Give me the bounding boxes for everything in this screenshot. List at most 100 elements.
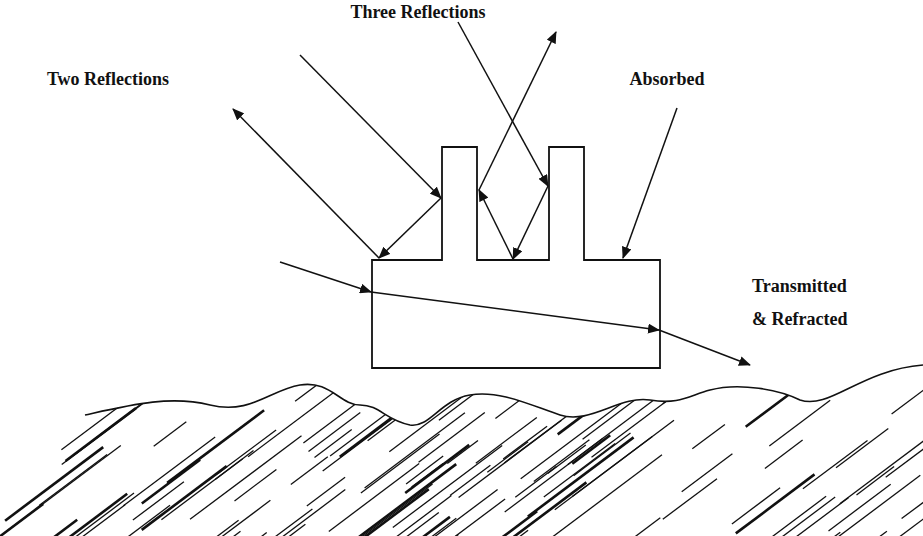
hatch-stroke: [189, 531, 241, 536]
hatch-stroke: [769, 400, 830, 446]
ray: [513, 186, 548, 259]
hatch-stroke: [5, 447, 103, 521]
hatch-stroke: [309, 413, 361, 452]
hatch-stroke: [857, 467, 895, 495]
hatch-stroke: [692, 424, 725, 448]
hatch-stroke: [487, 442, 528, 473]
hatch-stroke: [623, 371, 655, 395]
hatch-stroke: [380, 517, 450, 536]
hatch-stroke: [365, 413, 465, 488]
hatch-stroke: [583, 383, 658, 439]
hatch-stroke: [774, 532, 840, 536]
hatch-stroke: [503, 426, 547, 459]
hatch-stroke: [0, 423, 19, 487]
hatch-stroke: [405, 445, 469, 493]
ray-label: Transmitted & Refracted: [752, 270, 864, 336]
hatch-stroke: [215, 451, 253, 480]
hatch-stroke: [0, 396, 24, 466]
hatch-stroke: [368, 418, 398, 441]
hatch-stroke: [892, 370, 923, 414]
hatch-stroke: [329, 464, 419, 532]
hatch-stroke: [447, 441, 478, 464]
ray-label: Absorbed: [629, 69, 704, 90]
wave-line: [85, 365, 923, 425]
hatch-stroke: [765, 440, 803, 468]
hatch-stroke: [836, 429, 888, 468]
hatch-stroke: [39, 395, 82, 427]
hatch-stroke: [459, 420, 562, 497]
hatch-stroke: [544, 443, 615, 497]
hatch-stroke: [902, 474, 923, 519]
hatch-stroke: [340, 408, 405, 457]
ray-label: Two Reflections: [47, 69, 169, 90]
hatch-stroke: [265, 490, 345, 536]
hatch-stroke: [829, 484, 891, 531]
hatch-stroke: [823, 531, 887, 536]
hatch-stroke: [592, 397, 673, 457]
hatch-stroke: [303, 385, 380, 443]
hatch-stroke: [0, 430, 51, 476]
hatch-stroke: [51, 493, 134, 536]
ray-label: Three Reflections: [350, 2, 485, 23]
hatch-stroke: [423, 499, 506, 536]
hatch-stroke: [131, 376, 168, 404]
hatch-stroke: [918, 522, 923, 536]
hatch-stroke: [61, 371, 167, 450]
hatch-stroke: [13, 431, 64, 469]
hatch-stroke: [40, 520, 77, 536]
hatch-stroke: [307, 477, 345, 506]
hatch-stroke: [572, 420, 674, 496]
ship-outline: [372, 147, 660, 368]
ray: [479, 190, 513, 259]
ray: [371, 292, 659, 330]
hatch-stroke: [0, 440, 48, 508]
hatch-stroke: [0, 433, 52, 487]
ray: [659, 330, 750, 365]
hatch-stroke: [32, 398, 71, 427]
hatch-stroke: [610, 518, 661, 536]
hatch-stroke: [222, 524, 306, 536]
hatch-stroke: [528, 437, 634, 516]
hatch-stroke: [248, 388, 340, 457]
hatch-stroke: [736, 474, 815, 533]
ray: [479, 32, 556, 190]
hatch-stroke: [391, 496, 451, 536]
hatch-stroke: [316, 484, 433, 536]
hatch-stroke: [0, 412, 13, 443]
water-hatching: [0, 370, 923, 536]
hatch-stroke: [14, 505, 125, 536]
hatch-stroke: [512, 482, 586, 536]
hatch-stroke: [154, 422, 187, 447]
hatch-stroke: [190, 436, 302, 520]
hatch-stroke: [0, 504, 43, 536]
hatch-stroke: [393, 446, 502, 528]
hatch-stroke: [235, 470, 277, 501]
hatch-stroke: [746, 393, 791, 427]
hatch-stroke: [574, 433, 631, 476]
ray: [623, 108, 677, 258]
hatch-stroke: [0, 453, 1, 507]
ray: [458, 22, 548, 186]
rays: [233, 22, 750, 365]
hatch-stroke: [291, 457, 328, 485]
hatch-stroke: [476, 417, 537, 463]
ray: [233, 109, 379, 258]
hatch-stroke: [37, 372, 134, 445]
ray: [300, 55, 441, 198]
hatch-stroke: [39, 454, 107, 505]
ray: [379, 198, 441, 258]
hatch-stroke: [123, 437, 215, 506]
hatch-stroke: [94, 399, 149, 440]
hatch-stroke: [166, 520, 238, 536]
ray: [280, 262, 371, 292]
hatch-stroke: [0, 414, 57, 470]
hatch-stroke: [89, 505, 171, 536]
hatch-stroke: [732, 488, 780, 524]
hatch-stroke: [682, 454, 733, 492]
hatch-stroke: [840, 422, 923, 504]
hatch-stroke: [439, 379, 494, 420]
hatch-stroke: [852, 506, 923, 536]
hatch-stroke: [490, 530, 528, 536]
hatch-stroke: [62, 379, 177, 465]
